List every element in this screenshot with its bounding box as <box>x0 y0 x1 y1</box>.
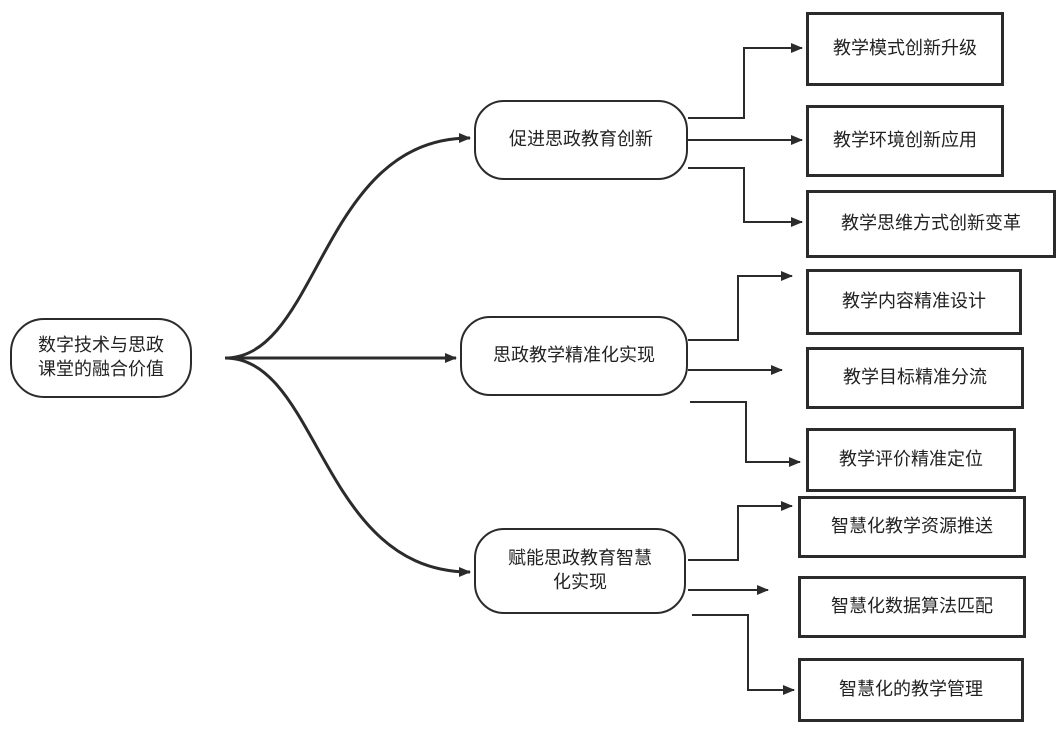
leaf-node-3-1: 智慧化教学资源推送 <box>798 496 1026 558</box>
leaf-node-1-1-label: 教学模式创新升级 <box>833 37 977 59</box>
branch-node-1: 促进思政教育创新 <box>474 100 688 180</box>
leaf-node-2-1: 教学内容精准设计 <box>806 269 1022 335</box>
branch-3-to-leaf-3-connector <box>692 614 795 695</box>
branch-1-to-leaf-3-connector <box>688 167 803 227</box>
leaf-node-2-3-label: 教学评价精准定位 <box>839 448 983 470</box>
root-node: 数字技术与思政 课堂的融合价值 <box>10 318 192 398</box>
leaf-node-2-1-label: 教学内容精准设计 <box>842 290 986 312</box>
branch-1-to-leaf-1-connector <box>688 43 803 119</box>
root-node-label: 数字技术与思政 课堂的融合价值 <box>38 334 164 380</box>
leaf-node-1-1: 教学模式创新升级 <box>806 12 1004 86</box>
leaf-node-1-2: 教学环境创新应用 <box>806 105 1004 177</box>
branch-node-2-label: 思政教学精准化实现 <box>493 344 655 366</box>
leaf-node-1-3-label: 教学思维方式创新变革 <box>841 212 1021 234</box>
leaf-node-2-2-label: 教学目标精准分流 <box>843 366 987 388</box>
leaf-node-3-2-label: 智慧化数据算法匹配 <box>831 595 993 617</box>
branch-2-to-leaf-1-connector <box>688 271 793 341</box>
branch-3-to-leaf-1-connector <box>688 501 793 561</box>
leaf-node-3-1-label: 智慧化教学资源推送 <box>831 515 993 537</box>
leaf-node-1-3: 教学思维方式创新变革 <box>806 190 1056 258</box>
branch-node-2: 思政教学精准化实现 <box>460 316 688 396</box>
branch-node-3: 赋能思政教育智慧 化实现 <box>474 528 686 614</box>
leaf-node-3-3: 智慧化的教学管理 <box>798 658 1024 722</box>
leaf-node-3-2: 智慧化数据算法匹配 <box>798 576 1026 638</box>
branch-2-to-leaf-3-connector <box>690 401 801 467</box>
leaf-node-2-2: 教学目标精准分流 <box>806 347 1024 409</box>
leaf-node-3-3-label: 智慧化的教学管理 <box>839 678 983 700</box>
root-to-branch-3-connector <box>224 356 471 577</box>
leaf-node-2-3: 教学评价精准定位 <box>806 428 1016 492</box>
branch-node-3-label: 赋能思政教育智慧 化实现 <box>508 547 652 593</box>
root-to-branch-1-connector <box>224 133 471 360</box>
leaf-node-1-2-label: 教学环境创新应用 <box>833 129 977 151</box>
branch-node-1-label: 促进思政教育创新 <box>509 128 653 150</box>
